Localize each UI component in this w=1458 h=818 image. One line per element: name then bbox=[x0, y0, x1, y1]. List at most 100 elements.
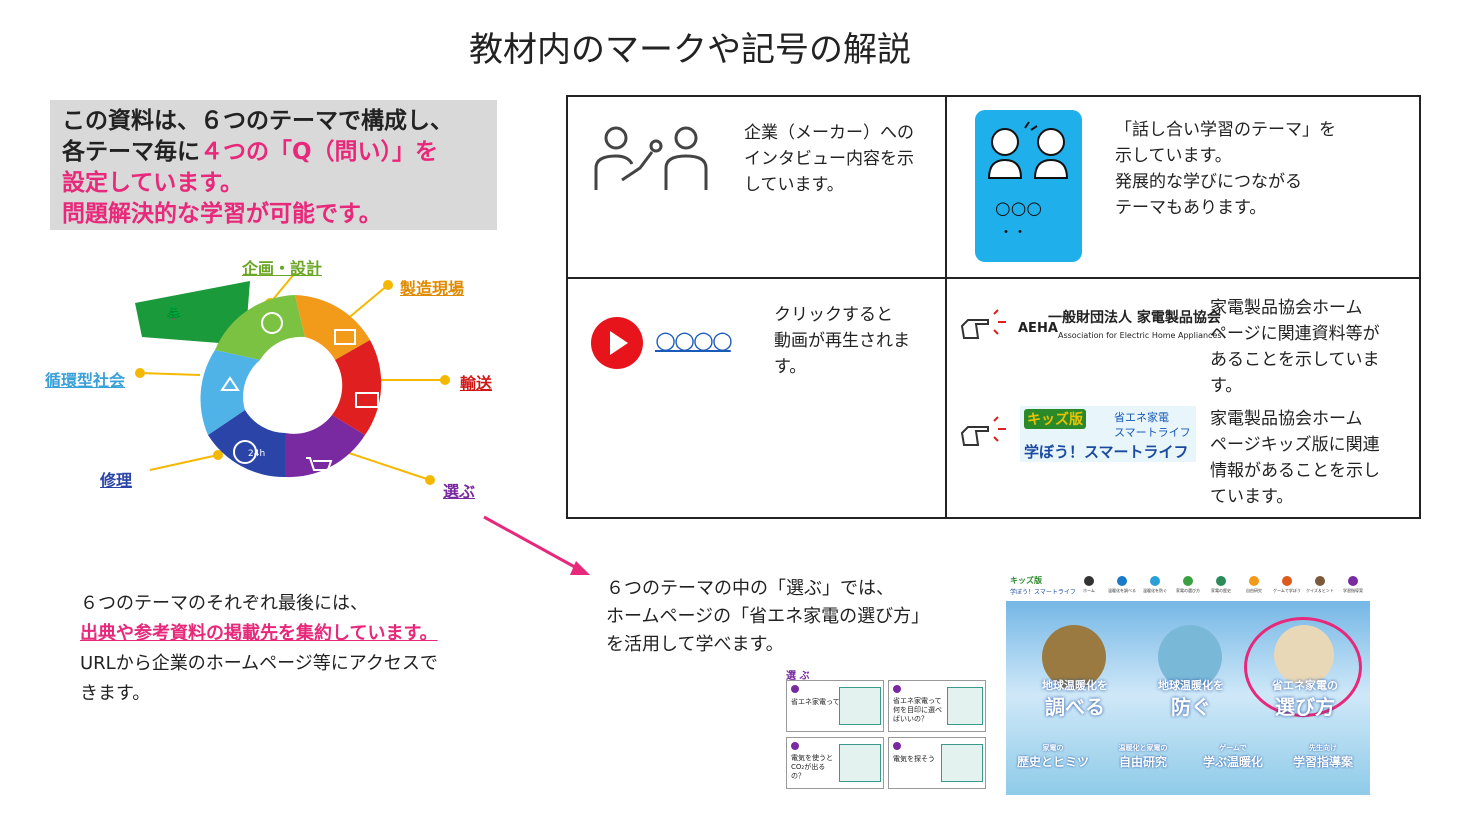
intro-box: この資料は、６つのテーマで構成し、 各テーマ毎に４つの「Q（問い）」を 設定して… bbox=[50, 100, 497, 230]
kids-logo[interactable]: キッズ版 省エネ家電 スマートライフ 学ぼう！スマートライフ bbox=[1020, 406, 1196, 462]
arrow-icon bbox=[483, 515, 590, 575]
site-nav-item[interactable]: 家電の選び方 bbox=[1173, 576, 1203, 600]
site-nav-icon bbox=[1216, 576, 1226, 586]
summary-line2: 出典や参考資料の掲載先を集約しています。 bbox=[80, 623, 438, 644]
aeha-text1: 家電製品協会ホーム bbox=[1210, 298, 1363, 318]
site-nav-icon bbox=[1348, 576, 1358, 586]
site-nav-label: 温暖化を調べる bbox=[1108, 588, 1136, 593]
thumb-q2: 省エネ家電って何を目印に選べばいいの？ bbox=[893, 697, 942, 723]
site-nav-item[interactable]: 学習指導案 bbox=[1338, 576, 1368, 600]
factory-icon bbox=[334, 329, 356, 345]
site-small4-top: 先生向け bbox=[1309, 744, 1337, 752]
kids-text1: 家電製品協会ホーム bbox=[1210, 409, 1363, 429]
site-nav-item[interactable]: 自由研究 bbox=[1239, 576, 1269, 600]
site-nav-label: 自由研究 bbox=[1246, 588, 1262, 593]
wheel-label-recycle: 循環型社会 bbox=[45, 371, 126, 390]
site-nav-label: 温暖化を防ぐ bbox=[1143, 588, 1167, 593]
interview-description: 企業（メーカー）への インタビュー内容を示 しています。 bbox=[744, 120, 914, 198]
kids-text4: ています。 bbox=[1210, 487, 1294, 507]
thumb-slide-3: 電気を使うとCO₂が出るの？ bbox=[786, 737, 884, 789]
kids-logo-bottom: 学ぼう！スマートライフ bbox=[1024, 443, 1189, 461]
wheel-label-transport: 輸送 bbox=[460, 374, 493, 393]
recycle-icon bbox=[220, 376, 240, 391]
site-nav-item[interactable]: 温暖化を調べる bbox=[1107, 576, 1137, 600]
site-tile1-top[interactable]: 地球温暖化を bbox=[1042, 679, 1108, 692]
site-small-tile2[interactable]: 温暖化と家電の 自由研究 bbox=[1100, 743, 1186, 770]
site-nav-label: 家電の歴史 bbox=[1211, 588, 1231, 593]
discussion-dots: ・・ bbox=[999, 225, 1027, 241]
page-title: 教材内のマークや記号の解説 bbox=[469, 30, 911, 70]
idea-icon bbox=[261, 312, 283, 334]
interview-text2: インタビュー内容を示 bbox=[744, 149, 914, 169]
summary-line1: ６つのテーマのそれぞれ最後には、 bbox=[80, 593, 368, 614]
site-tile2-image bbox=[1158, 625, 1222, 689]
site-nav-item[interactable]: 温暖化を防ぐ bbox=[1140, 576, 1170, 600]
website-screenshot: キッズ版 学ぼう！スマートライフ ホーム温暖化を調べる温暖化を防ぐ家電の選び方家… bbox=[1006, 573, 1370, 795]
site-nav-item[interactable]: クイズ＆ヒント bbox=[1305, 576, 1335, 600]
wheel-segment-transport bbox=[332, 340, 382, 435]
wheel-label-design: 企画・設計 bbox=[242, 259, 323, 278]
aeha-logo[interactable]: AEHA 一般財団法人 家電製品協会 Association for Elect… bbox=[1018, 307, 1222, 345]
site-nav: ホーム 温暖化を調べる 温暖化を防ぐ 家電の選び方家電の歴史 自由研究 ゲームで学ぼうクイ… bbox=[1074, 576, 1368, 600]
site-nav-label: クイズ＆ヒント bbox=[1306, 588, 1334, 593]
site-small-tile1[interactable]: 家電の 歴史とヒミツ bbox=[1010, 743, 1096, 770]
discussion-text4: テーマもあります。 bbox=[1115, 198, 1267, 218]
thumb-slide-4: 電気を探そう bbox=[888, 737, 986, 789]
site-small3-main: 学ぶ温暖化 bbox=[1202, 755, 1263, 769]
choose-line2: ホームページの「省エネ家電の選び方」 bbox=[606, 606, 930, 627]
site-logo2: 学ぼう！スマートライフ bbox=[1010, 589, 1076, 596]
interview-icon bbox=[594, 126, 708, 190]
truck-icon bbox=[355, 392, 379, 408]
discussion-text1: 「話し合い学習のテーマ」を bbox=[1115, 120, 1336, 140]
video-link[interactable]: ○○○○ bbox=[655, 326, 733, 354]
site-nav-item[interactable]: ゲームで学ぼう bbox=[1272, 576, 1302, 600]
summary-line4: きます。 bbox=[80, 683, 151, 704]
thumb-q4: 電気を探そう bbox=[893, 755, 935, 763]
aeha-text2: ページに関連資料等が bbox=[1210, 324, 1380, 344]
grid-divider-horizontal bbox=[568, 277, 1419, 279]
intro-line2: 各テーマ毎に４つの「Q（問い）」を bbox=[62, 137, 485, 168]
grid-divider-vertical bbox=[945, 97, 947, 517]
pointing-hand-icon bbox=[960, 309, 1006, 339]
site-nav-icon bbox=[1150, 576, 1160, 586]
site-nav-label: ゲームで学ぼう bbox=[1273, 588, 1301, 593]
faces-icon bbox=[987, 121, 1069, 179]
site-tile3-big[interactable]: 選び方 bbox=[1275, 695, 1335, 719]
site-nav-item[interactable]: 家電の歴史 bbox=[1206, 576, 1236, 600]
wheel-segment-repair bbox=[208, 410, 285, 478]
wheel-label-choose: 選ぶ bbox=[443, 482, 476, 501]
site-nav-item[interactable]: ホーム bbox=[1074, 576, 1104, 600]
pointing-hand-icon-kids bbox=[960, 416, 1006, 446]
site-tile3-top[interactable]: 省エネ家電の bbox=[1272, 679, 1338, 692]
site-small-tile4[interactable]: 先生向け 学習指導案 bbox=[1280, 743, 1366, 770]
wheel-segment-choose bbox=[285, 415, 365, 478]
video-text3: す。 bbox=[774, 357, 807, 377]
site-small-tile3[interactable]: ゲームで 学ぶ温暖化 bbox=[1190, 743, 1276, 770]
kids-logo-top: キッズ版 bbox=[1024, 409, 1086, 429]
aeha-description: 家電製品協会ホーム ページに関連資料等が あることを示していま す。 bbox=[1210, 295, 1380, 399]
choose-line1: ６つのテーマの中の「選ぶ」では、 bbox=[606, 578, 894, 599]
thumb-slide-2: 省エネ家電って何を目印に選べばいいの？ bbox=[888, 680, 986, 732]
kids-logo-mid2: スマートライフ bbox=[1114, 426, 1191, 439]
support-24h-text: 24h bbox=[248, 449, 265, 459]
discussion-circles: ○○○ bbox=[995, 198, 1043, 219]
video-description: クリックすると 動画が再生されま す。 bbox=[774, 302, 910, 380]
summary-line3: URLから企業のホームページ等にアクセスで bbox=[80, 653, 438, 674]
aeha-logo-sub: Association for Electric Home Appliances bbox=[1058, 331, 1222, 340]
video-play-icon[interactable] bbox=[590, 316, 644, 370]
thumb-q3: 電気を使うとCO₂が出るの？ bbox=[791, 754, 833, 780]
site-tile2-big[interactable]: 防ぐ bbox=[1171, 695, 1211, 719]
legend-grid bbox=[566, 95, 1421, 519]
support-24h-icon bbox=[233, 440, 257, 464]
aeha-text4: す。 bbox=[1210, 376, 1243, 396]
tree-icon: 🌲 bbox=[165, 304, 182, 321]
site-tile2-top[interactable]: 地球温暖化を bbox=[1158, 679, 1224, 692]
site-small2-top: 温暖化と家電の bbox=[1118, 744, 1168, 752]
site-nav-label: ホーム bbox=[1083, 588, 1095, 593]
site-tile1-big[interactable]: 調べる bbox=[1045, 695, 1105, 719]
intro-line1: この資料は、６つのテーマで構成し、 bbox=[62, 108, 453, 134]
discussion-description: 「話し合い学習のテーマ」を 示しています。 発展的な学びにつながる テーマもあり… bbox=[1115, 117, 1336, 221]
aeha-logo-mark: AEHA bbox=[1018, 321, 1058, 336]
kids-description: 家電製品協会ホーム ページキッズ版に関連 情報があることを示し ています。 bbox=[1210, 406, 1380, 510]
wheel-label-repair: 修理 bbox=[100, 471, 133, 490]
